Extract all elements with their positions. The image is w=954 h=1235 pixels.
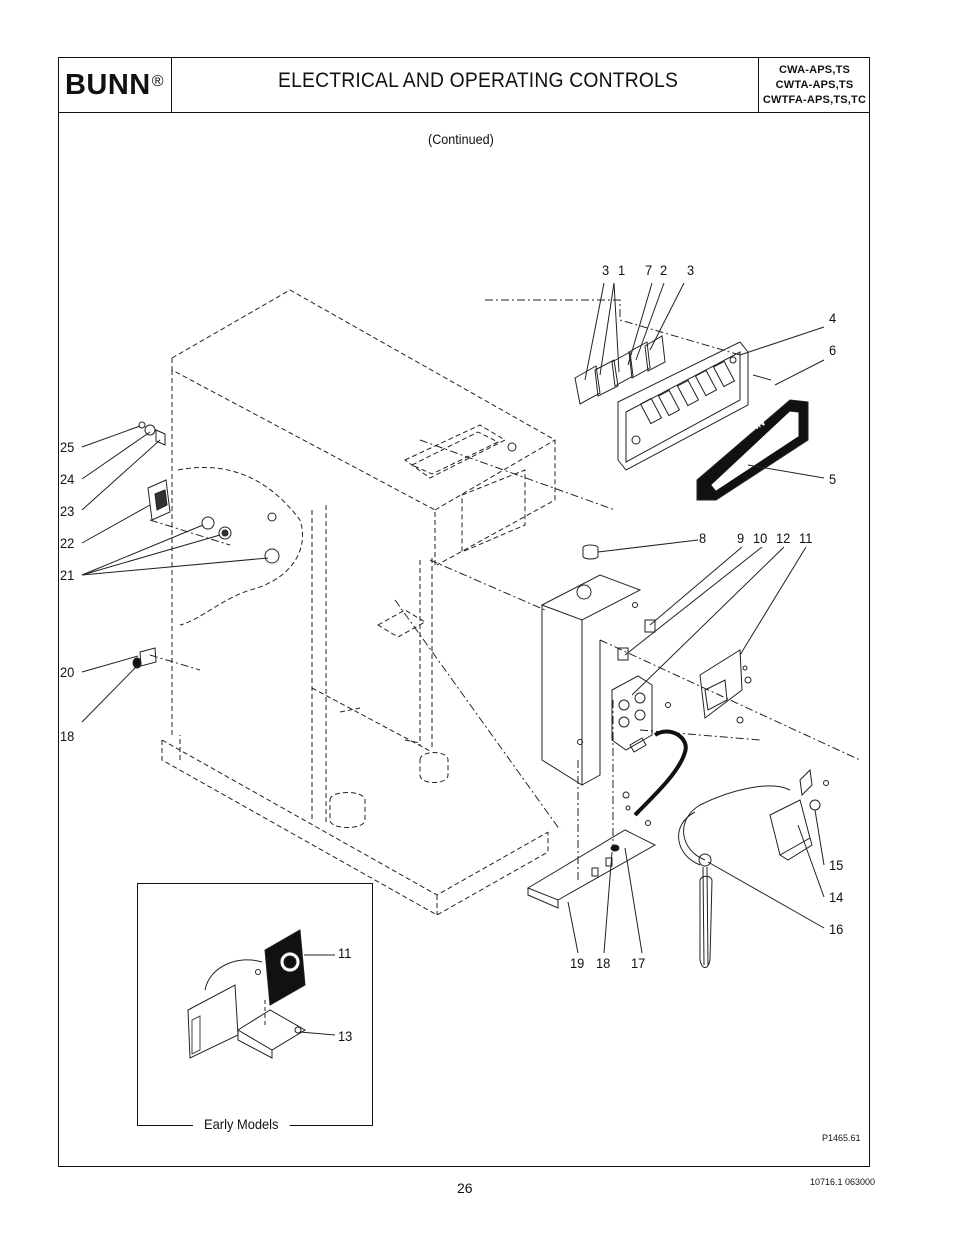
inset-label: Early Models: [193, 1116, 290, 1132]
callout-25: 25: [60, 439, 75, 455]
registered-mark: ®: [151, 72, 165, 90]
callout-2: 2: [660, 262, 668, 278]
inset-drawing: [187, 929, 336, 1059]
decal-panel: BUNN: [696, 399, 809, 501]
callout-19: 19: [570, 955, 585, 971]
brand-name: BUNN: [64, 68, 151, 101]
callout-10: 10: [753, 530, 768, 546]
model-item: CWA-APS,TS: [778, 63, 851, 76]
callout-18-left: 18: [60, 728, 75, 744]
thermostat-assembly: [526, 729, 829, 968]
page-frame: [58, 57, 870, 1167]
callout-17: 17: [631, 955, 646, 971]
callout-3b: 3: [687, 262, 695, 278]
model-item: CWTFA-APS,TS,TC: [762, 93, 867, 106]
callout-8: 8: [699, 530, 707, 546]
callout-7: 7: [645, 262, 653, 278]
brand-logo: BUNN®: [65, 69, 164, 102]
control-bracket: [540, 544, 671, 786]
callout-24: 24: [60, 471, 75, 487]
circuit-board: [699, 649, 752, 724]
callout-4: 4: [829, 310, 837, 326]
page-title: ELECTRICAL AND OPERATING CONTROLS: [278, 69, 679, 92]
callout-23: 23: [60, 503, 75, 519]
document-number: 10716.1 063000: [810, 1177, 876, 1187]
model-item: CWTA-APS,TS: [775, 78, 854, 91]
explosion-lines: [149, 299, 861, 880]
callout-3a: 3: [602, 262, 610, 278]
inset-callout-13: 13: [338, 1028, 353, 1044]
callout-15: 15: [829, 857, 844, 873]
callout-18-bottom: 18: [596, 955, 611, 971]
callout-6: 6: [829, 342, 837, 358]
left-components: [132, 421, 517, 669]
continued-note: (Continued): [428, 131, 494, 147]
header-rule: [58, 112, 870, 113]
brand-logo-box: BUNN®: [58, 57, 172, 113]
figure-number: P1465.61: [822, 1133, 861, 1143]
callout-12: 12: [776, 530, 791, 546]
brewer-body-outline: [161, 289, 556, 916]
inset-callout-11: 11: [338, 945, 352, 961]
callout-11: 11: [799, 530, 813, 546]
callout-5: 5: [829, 471, 837, 487]
callout-1: 1: [618, 262, 626, 278]
callout-22: 22: [60, 535, 75, 551]
callout-20: 20: [60, 664, 75, 680]
model-list: CWA-APS,TS CWTA-APS,TS CWTFA-APS,TS,TC: [758, 57, 870, 113]
callout-9: 9: [737, 530, 745, 546]
page-number: 26: [457, 1180, 473, 1196]
callout-16: 16: [829, 921, 844, 937]
leader-lines: [81, 282, 825, 954]
callout-21: 21: [60, 567, 75, 583]
early-models-inset: [137, 883, 373, 1126]
callout-14: 14: [829, 889, 844, 905]
